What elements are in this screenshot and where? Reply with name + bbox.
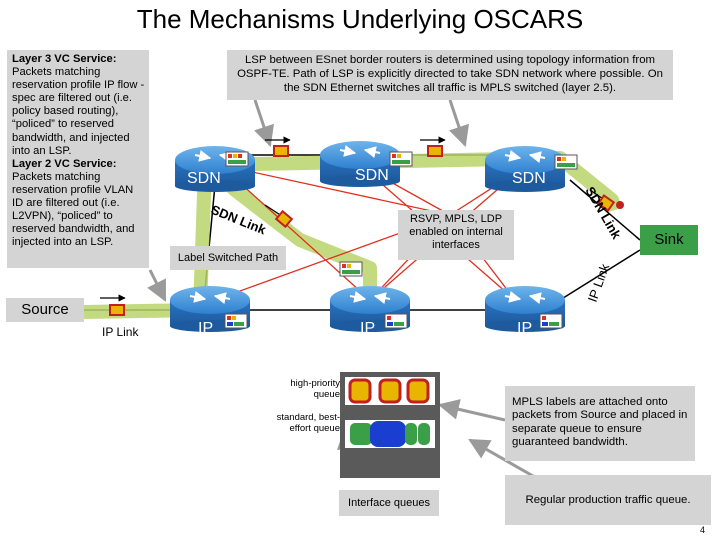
mini-queue-icon [224,151,578,329]
sdn-router-3-label: SDN [512,170,546,187]
interface-queues-icon [340,372,440,478]
regular-traffic-note: Regular production traffic queue. [505,475,711,525]
ip-router-2-label: IP [360,320,375,337]
ip-router-1-label: IP [198,320,213,337]
sdn-router-1-label: SDN [187,170,221,187]
ip-router-3-label: IP [517,320,532,337]
packet-icon [109,145,616,316]
rsvp-note: RSVP, MPLS, LDP enabled on internal inte… [398,210,514,260]
l2-heading: Layer 2 VC Service: [12,157,117,170]
sink-port-icon [616,201,624,209]
label-switched-path-label: Label Switched Path [170,246,286,270]
ip-router-1-icon [170,286,250,332]
l3-text: Packets matching reservation profile IP … [12,66,145,157]
sdn-router-2-icon [320,141,400,187]
l2-text: Packets matching reservation profile VLA… [12,170,135,249]
ip-router-3-icon [485,286,565,332]
sdn-router-3-icon [485,146,565,192]
vc-service-note: Layer 3 VC Service: Packets matching res… [7,50,149,268]
sdn-router-2-label: SDN [355,167,389,184]
source-label: Source [6,298,84,322]
best-effort-queue-label: standard, best-effort queue [276,412,340,434]
high-priority-queue-label: high-priority queue [290,378,340,400]
interface-queues-label: Interface queues [339,490,439,516]
sink-label: Sink [640,225,698,255]
ip-link-left-label: IP Link [102,325,139,339]
mpls-note: MPLS labels are attached onto packets fr… [505,386,695,461]
l3-heading: Layer 3 VC Service: [12,53,117,65]
router-arrows-icon [189,144,546,305]
page-number: 4 [700,525,706,535]
lsp-note: LSP between ESnet border routers is dete… [227,50,673,100]
page-title: The Mechanisms Underlying OSCARS [136,4,584,34]
